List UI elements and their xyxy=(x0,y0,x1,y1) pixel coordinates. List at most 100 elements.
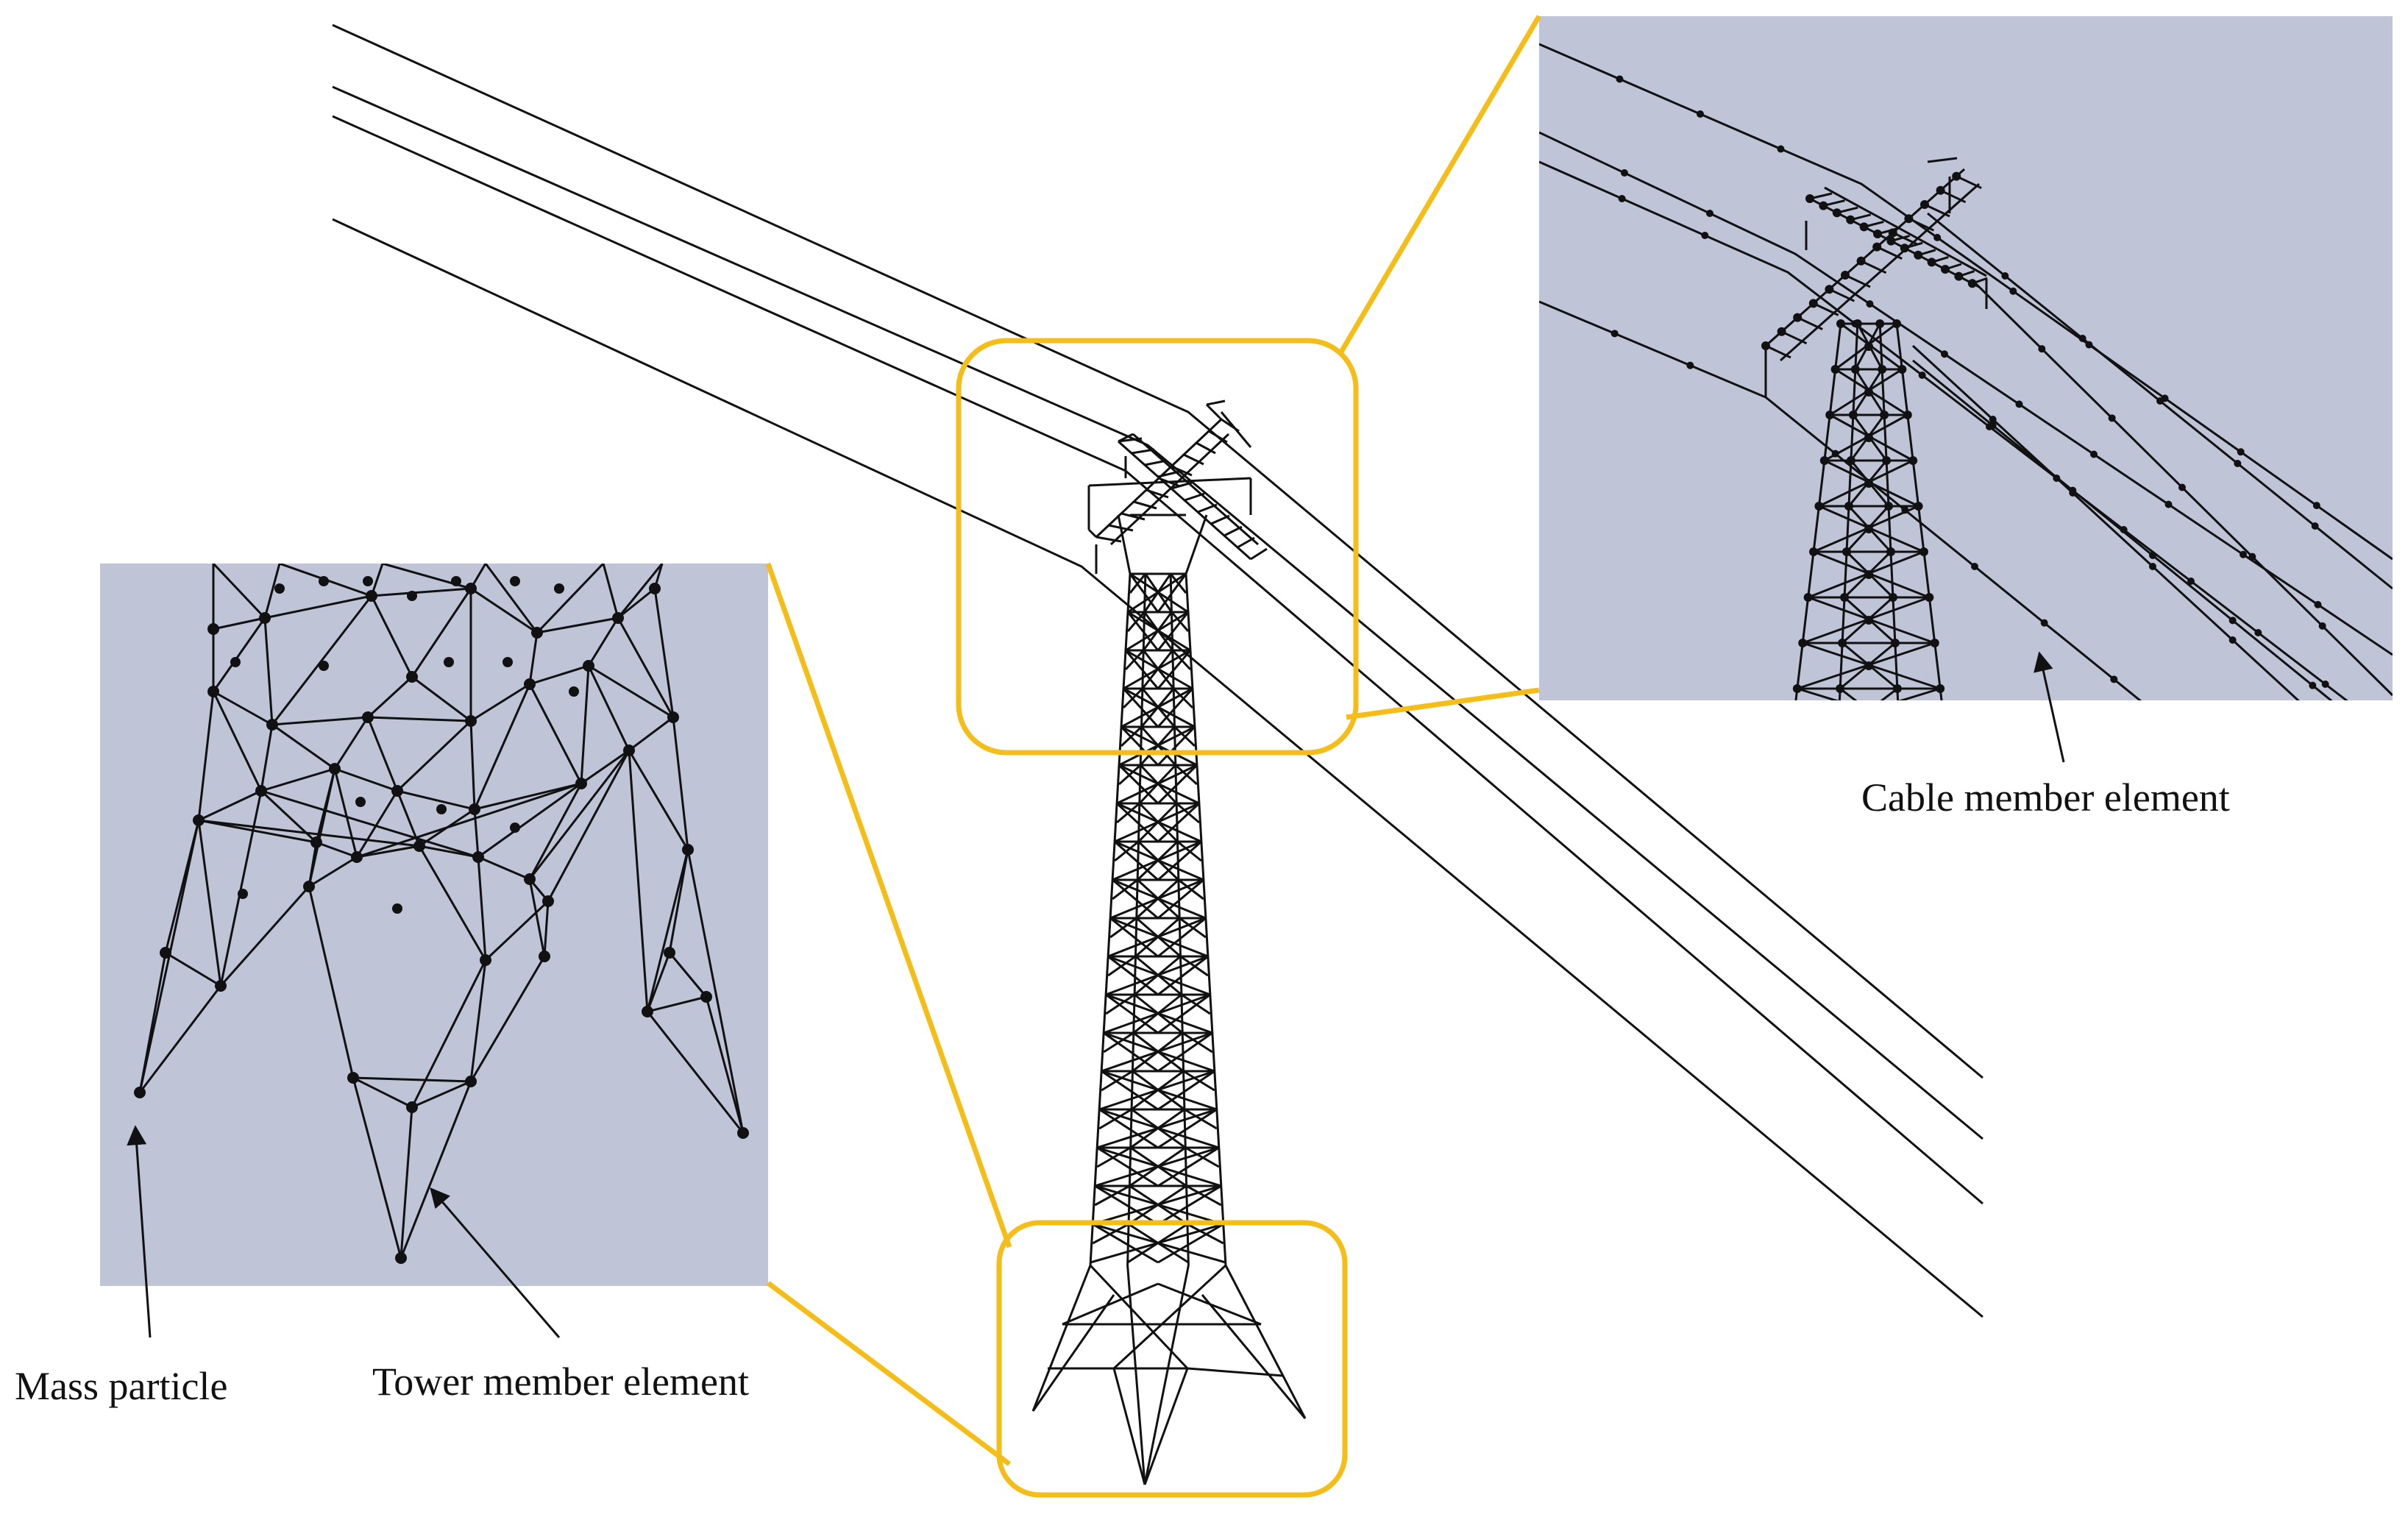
mass-node xyxy=(1856,256,1866,266)
mass-node xyxy=(623,745,635,756)
mass-node xyxy=(737,1127,749,1139)
tower-brace xyxy=(1143,611,1173,651)
mass-node xyxy=(238,889,248,899)
tower-brace xyxy=(1135,878,1179,920)
inset-cable xyxy=(1539,43,2393,561)
tower-brace xyxy=(1132,993,1182,1034)
tower-brace xyxy=(1109,917,1137,939)
base-member xyxy=(477,782,582,859)
mass-node xyxy=(1920,200,1929,209)
mass-node xyxy=(310,836,322,848)
mass-node xyxy=(1930,639,1939,647)
tower-brace xyxy=(1177,878,1204,900)
mass-node xyxy=(1914,502,1923,511)
tower-brace xyxy=(1157,917,1207,958)
crossarm xyxy=(1185,514,1208,575)
tower-brace xyxy=(1116,802,1140,824)
base-member xyxy=(617,564,664,619)
mass-node xyxy=(1890,639,1900,647)
cable-inset-background xyxy=(1539,16,2393,700)
tower-leg xyxy=(1126,1265,1146,1485)
mass-node xyxy=(2164,500,2173,508)
mass-node xyxy=(207,686,219,697)
tower-brace xyxy=(1173,725,1196,747)
crossarm-brace xyxy=(1171,465,1193,477)
mass-node xyxy=(2314,600,2322,608)
crossarm xyxy=(1109,433,1230,546)
crossarm-brace xyxy=(1210,514,1230,525)
mass-node xyxy=(1840,593,1850,602)
mass-node xyxy=(436,804,447,814)
base-member xyxy=(352,1076,413,1109)
tower-brace xyxy=(1120,725,1143,747)
tower-brace xyxy=(1092,1223,1129,1245)
mass-node xyxy=(465,583,477,594)
base-member xyxy=(271,723,335,770)
tower-brace xyxy=(1187,1223,1224,1245)
tower-brace xyxy=(1101,1070,1159,1111)
mass-node xyxy=(502,657,513,667)
cable-line xyxy=(332,85,1983,1140)
base-member xyxy=(668,849,689,953)
mass-node xyxy=(1864,707,1873,716)
tower-brace xyxy=(1157,1282,1262,1326)
tower-brace xyxy=(1143,1368,1189,1485)
tower-brace xyxy=(1118,764,1159,805)
mass-node xyxy=(1848,411,1858,419)
base-member xyxy=(138,985,222,1093)
crossarm-brace xyxy=(1157,470,1180,478)
tower-brace xyxy=(1157,1108,1218,1149)
mass-node xyxy=(134,1087,146,1098)
tower-brace xyxy=(1137,802,1178,843)
crossarm-brace xyxy=(1131,448,1155,455)
mass-node xyxy=(465,715,477,727)
mass-node xyxy=(1798,639,1808,647)
mass-node xyxy=(1888,228,1897,238)
tower-brace xyxy=(1157,725,1196,767)
inset-tower-brace xyxy=(1897,687,1941,700)
mass-node xyxy=(160,947,171,959)
base-member xyxy=(264,594,372,619)
mass-node xyxy=(1936,185,1945,195)
mass-node xyxy=(1989,416,1997,423)
inset-crossarm xyxy=(1824,186,1987,277)
base-member xyxy=(543,900,550,957)
tower-brace xyxy=(1062,1282,1159,1326)
base-member xyxy=(528,750,631,880)
mass-node xyxy=(2228,617,2237,625)
mass-node xyxy=(554,583,564,594)
base-member xyxy=(547,750,631,902)
crossarm-brace xyxy=(1133,500,1157,510)
base-member xyxy=(646,849,689,1012)
base-member xyxy=(371,587,472,597)
mass-node xyxy=(2156,397,2164,405)
tower-brace xyxy=(1112,878,1159,920)
mass-node xyxy=(1842,547,1852,556)
base-member xyxy=(356,845,420,859)
tower-brace xyxy=(1185,1146,1220,1168)
connector-left-upper xyxy=(765,562,1012,1248)
tower-brace xyxy=(1132,1031,1184,1073)
base-member xyxy=(617,617,675,718)
mass-node xyxy=(1853,319,1862,328)
inset-crossarm-brace xyxy=(1765,344,1791,359)
arrow-tower-member xyxy=(430,1187,561,1338)
base-member xyxy=(334,767,398,792)
base-member xyxy=(477,856,487,961)
mass-node xyxy=(1832,208,1841,218)
tower-brace xyxy=(1114,840,1159,881)
mass-node xyxy=(1792,684,1802,693)
base-member xyxy=(263,564,281,619)
mass-node xyxy=(1936,684,1945,693)
base-member xyxy=(484,900,550,962)
mass-node xyxy=(612,612,624,624)
tower-brace xyxy=(1126,611,1159,651)
base-member xyxy=(263,617,274,725)
mass-node xyxy=(1701,232,1709,239)
base-member xyxy=(647,995,707,1013)
mass-node xyxy=(1888,593,1897,602)
cable-inset xyxy=(1539,16,2393,716)
mass-node xyxy=(2110,675,2118,683)
mass-node xyxy=(2120,526,2128,533)
mass-node xyxy=(1971,563,1978,570)
